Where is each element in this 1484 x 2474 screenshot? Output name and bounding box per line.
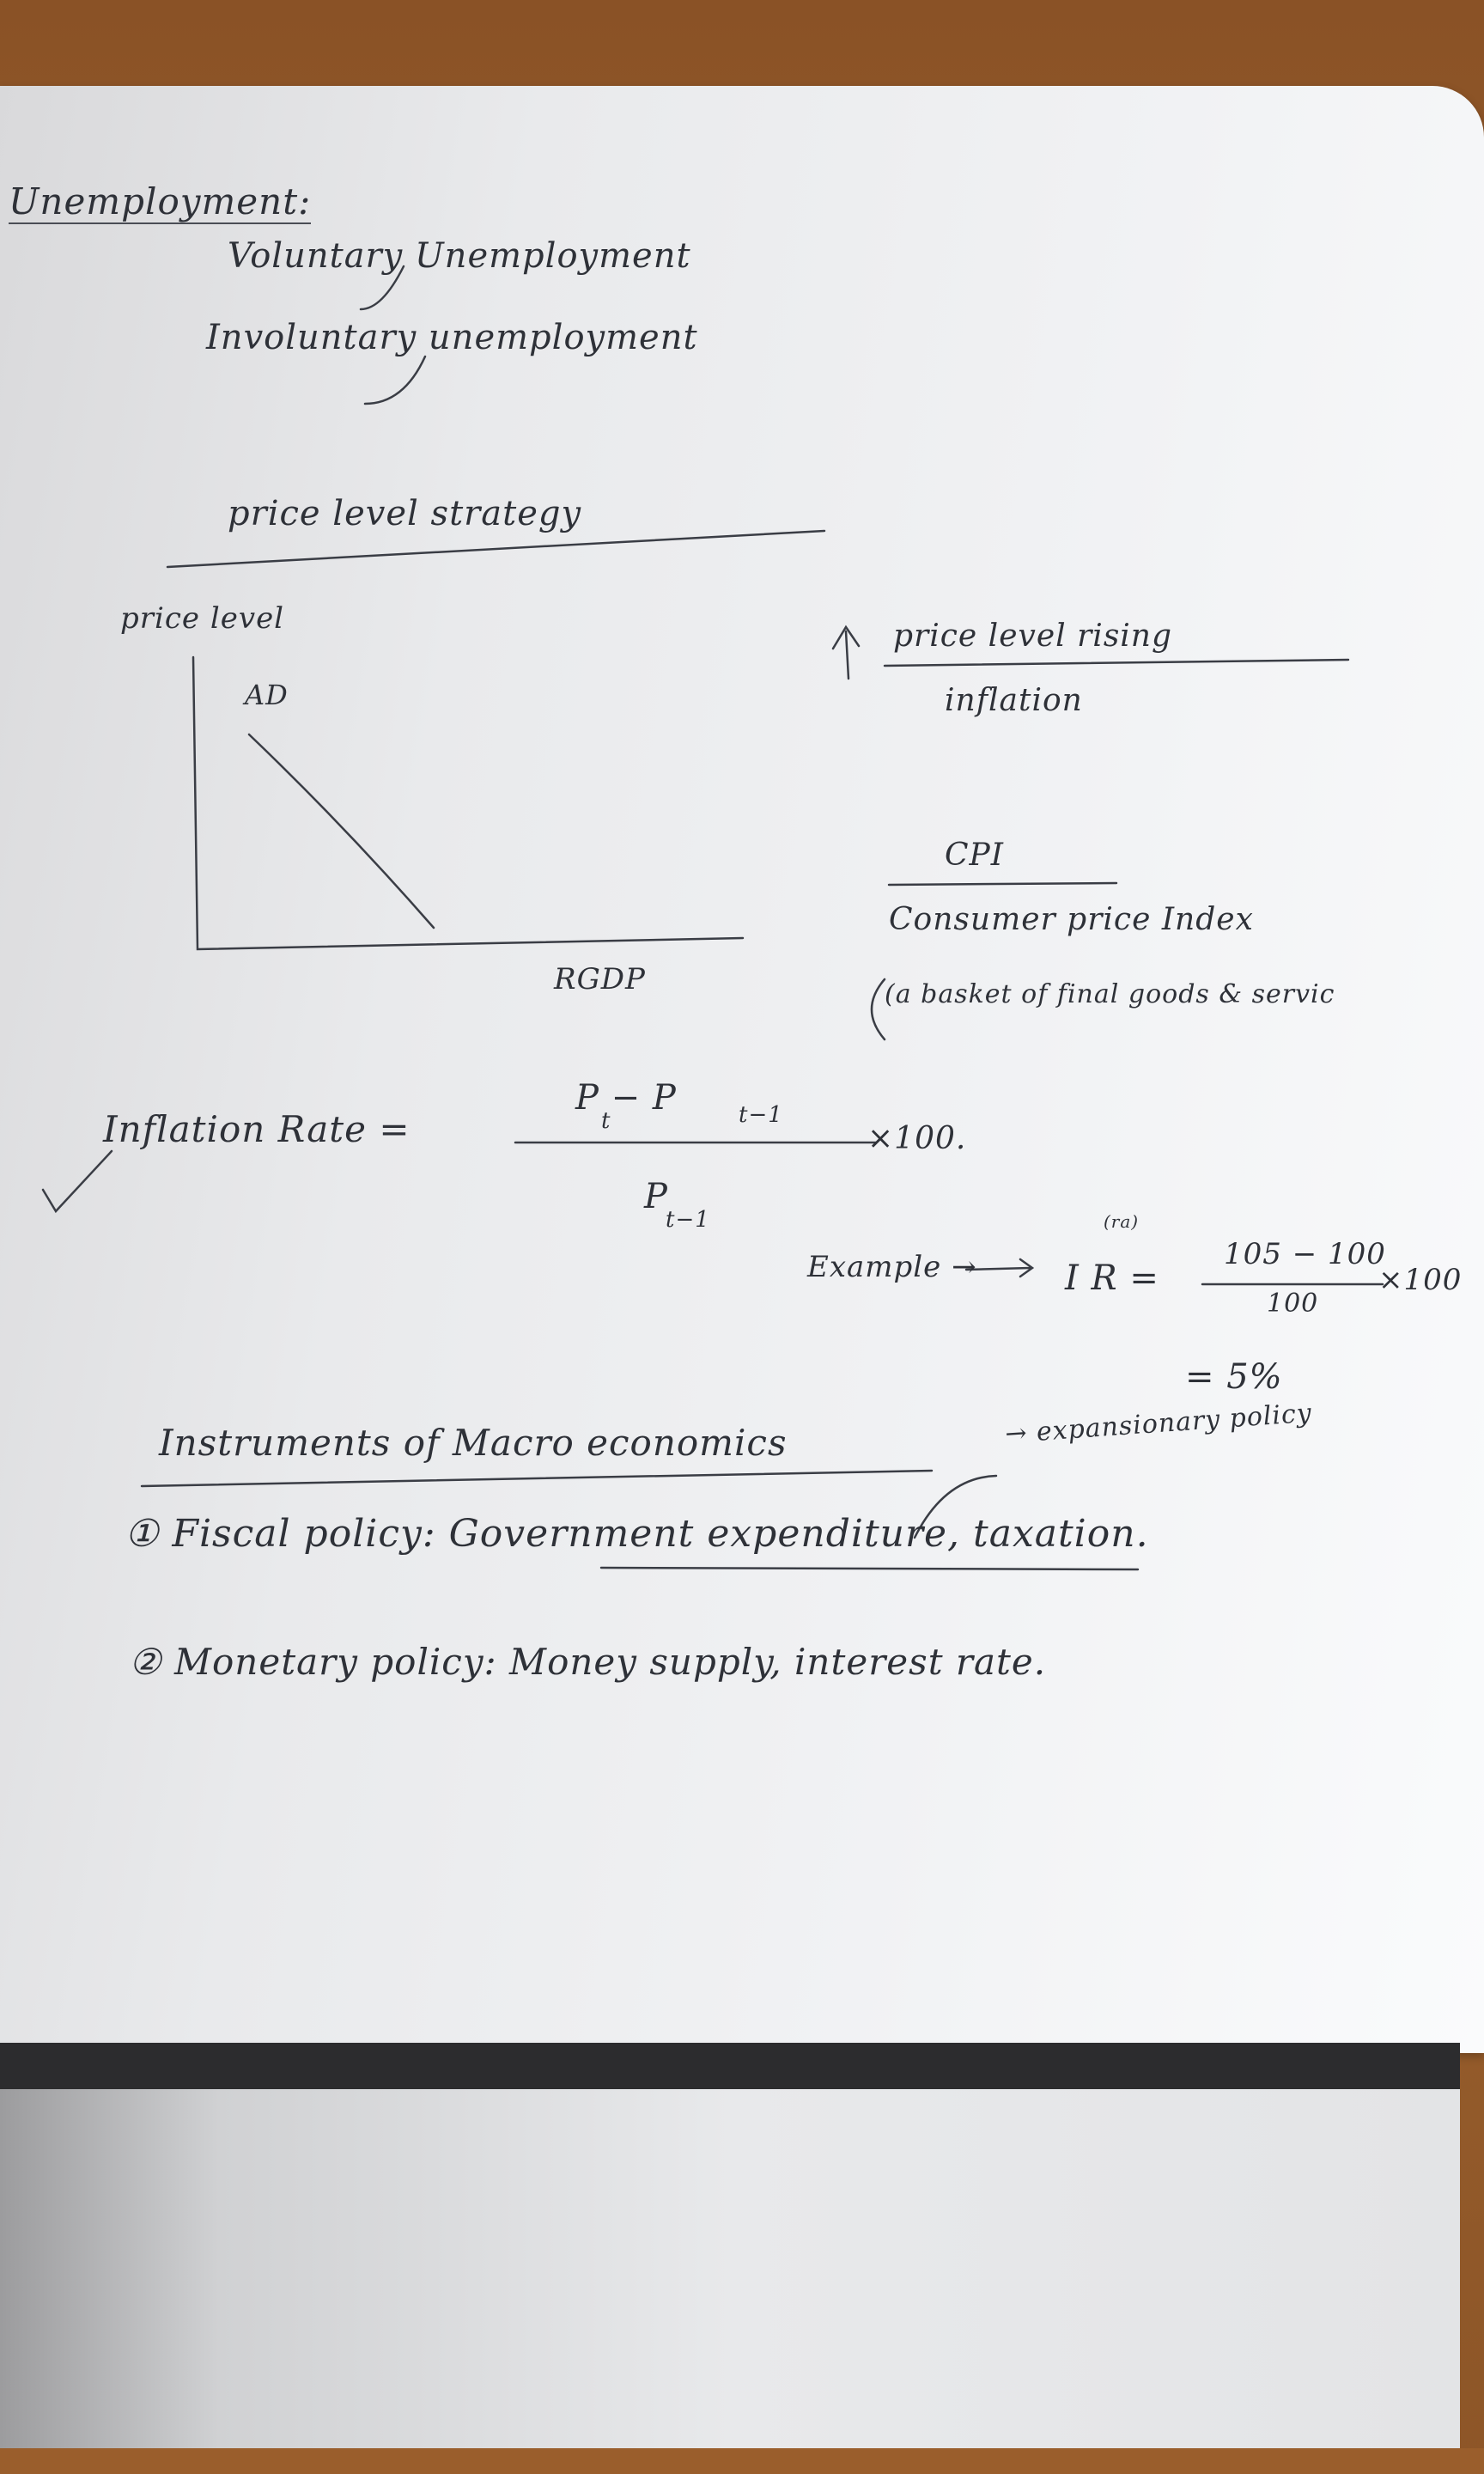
section-title: price level strategy bbox=[228, 494, 582, 533]
example-result: = 5% bbox=[1185, 1357, 1283, 1397]
table-edge bbox=[0, 2448, 1484, 2474]
involuntary-unemployment: Involuntary unemployment bbox=[206, 318, 698, 357]
graph-y-label: price level bbox=[120, 601, 285, 636]
formula-denominator: P bbox=[644, 1177, 668, 1216]
fiscal-policy: ① Fiscal policy: Government expenditure,… bbox=[125, 1512, 1149, 1556]
instruments-title: Instruments of Macro economics bbox=[159, 1422, 788, 1464]
formula-multiplier: ×100. bbox=[867, 1121, 967, 1156]
brace-stroke-2 bbox=[363, 355, 427, 405]
monetary-policy: ② Monetary policy: Money supply, interes… bbox=[129, 1641, 1047, 1683]
cpi-title: CPI bbox=[945, 838, 1004, 873]
example-lhs: I R = bbox=[1065, 1258, 1159, 1298]
example-numerator: 105 − 100 bbox=[1224, 1237, 1386, 1271]
example-multiplier: ×100 bbox=[1378, 1263, 1463, 1297]
inflation-note: inflation bbox=[945, 683, 1083, 718]
price-level-rising-note: price level rising bbox=[893, 618, 1173, 654]
example-label: Example → bbox=[807, 1250, 977, 1284]
graph-x-label: RGDP bbox=[554, 962, 646, 996]
up-arrow-icon bbox=[831, 625, 861, 680]
cpi-full-name: Consumer price Index bbox=[889, 902, 1254, 937]
formula-label: Inflation Rate = bbox=[103, 1108, 411, 1150]
example-denominator: 100 bbox=[1267, 1289, 1319, 1319]
page-binder-strip bbox=[0, 2043, 1460, 2091]
formula-num-sub2: t−1 bbox=[739, 1102, 783, 1128]
lower-page bbox=[0, 2089, 1460, 2467]
formula-den-sub: t−1 bbox=[666, 1207, 710, 1233]
section-title-underline bbox=[166, 529, 826, 569]
graph-axes bbox=[192, 655, 745, 951]
formula-numerator: P − P bbox=[575, 1078, 677, 1118]
voluntary-unemployment: Voluntary Unemployment bbox=[228, 236, 691, 276]
brace-stroke-1 bbox=[359, 265, 405, 311]
ad-curve bbox=[247, 733, 435, 929]
notebook-page bbox=[0, 86, 1484, 2053]
cpi-basket-note: (a basket of final goods & servic bbox=[885, 979, 1335, 1009]
checkmark-icon bbox=[41, 1149, 113, 1214]
unemployment-heading: Unemployment: bbox=[9, 180, 312, 224]
example-tag: (ra) bbox=[1104, 1211, 1140, 1232]
formula-num-sub1: t bbox=[601, 1108, 611, 1134]
graph-curve-label: AD bbox=[245, 679, 289, 711]
